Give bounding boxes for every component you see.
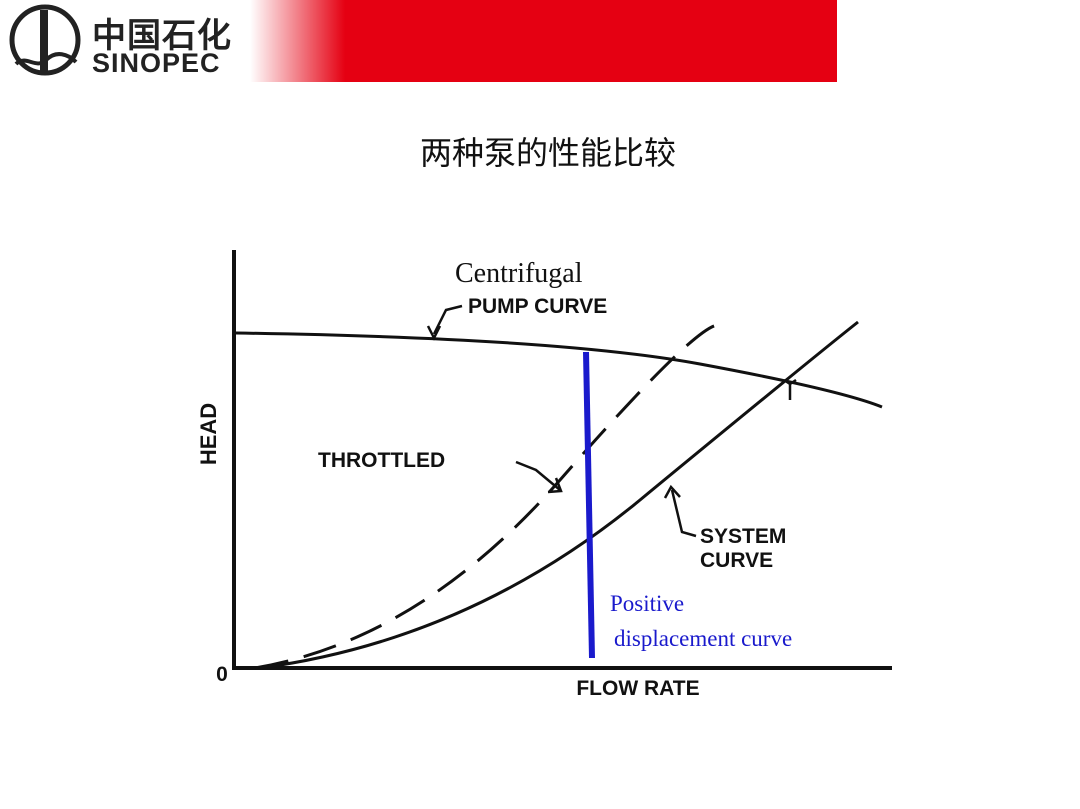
operating-point-arrow — [783, 378, 797, 400]
pump-curve-label-line2: PUMP CURVE — [468, 295, 607, 318]
slide-title: 两种泵的性能比较 — [419, 134, 676, 172]
throttled-arrowhead — [547, 477, 563, 494]
system-curve — [259, 320, 859, 670]
y-axis-label: HEAD — [196, 403, 221, 465]
brand-name-english: SINOPEC — [92, 48, 221, 78]
brand-name-chinese: 中国石化 — [92, 16, 232, 56]
pd-label-line2: displacement curve — [614, 626, 792, 651]
header-red-band — [250, 0, 837, 82]
throttled-label: THROTTLED — [318, 449, 445, 472]
pump-curve-pointer — [432, 304, 463, 335]
system-curve-arrowhead — [663, 484, 681, 499]
pump-curve-label-line1: Centrifugal — [455, 258, 583, 289]
sinopec-logo-icon — [9, 4, 81, 76]
system-curve-label-line1: SYSTEM — [700, 525, 786, 548]
positive-displacement-curve — [583, 351, 595, 659]
centrifugal-pump-curve — [235, 331, 883, 409]
pump-curve-arrowhead — [426, 325, 442, 341]
throttled-pointer — [515, 460, 561, 491]
system-curve-label-line2: CURVE — [700, 549, 773, 572]
origin-label: 0 — [216, 663, 228, 686]
pd-label-line1: Positive — [610, 591, 684, 616]
system-curve-pointer — [670, 489, 697, 538]
x-axis-label: FLOW RATE — [576, 677, 699, 700]
throttled-curve — [254, 323, 721, 670]
